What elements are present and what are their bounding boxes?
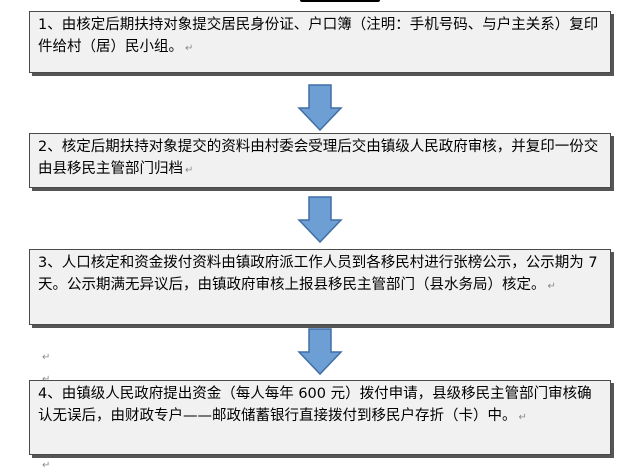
step-1-text: 1、由核定后期扶持对象提交居民身份证、户口簿（注明：手机号码、与户主关系）复印件…	[38, 17, 599, 55]
paragraph-mark-icon: ↵	[185, 43, 194, 54]
step-4-text: 4、由镇级人民政府提出资金（每人每年 600 元）拨付申请，县级移民主管部门审核…	[38, 386, 592, 424]
paragraph-mark-icon: ↵	[42, 374, 50, 385]
step-3-text: 3、人口核定和资金拨付资料由镇政府派工作人员到各移民村进行张榜公示，公示期为 7…	[38, 255, 598, 293]
step-1-box: 1、由核定后期扶持对象提交居民身份证、户口簿（注明：手机号码、与户主关系）复印件…	[29, 11, 611, 73]
down-arrow-2	[297, 196, 343, 244]
down-arrow-1	[297, 84, 343, 132]
paragraph-mark-icon: ↵	[42, 460, 51, 471]
title-fragment	[300, 0, 380, 2]
paragraph-mark-icon: ↵	[185, 165, 194, 176]
down-arrow-3	[297, 328, 343, 376]
step-2-box: 2、核定后期扶持对象提交的资料由村委会受理后交由镇级人民政府审核，并复印一份交由…	[29, 133, 611, 188]
paragraph-mark-icon: ↵	[42, 352, 51, 363]
step-2-text: 2、核定后期扶持对象提交的资料由村委会受理后交由镇级人民政府审核，并复印一份交由…	[38, 139, 599, 177]
step-3-box: 3、人口核定和资金拨付资料由镇政府派工作人员到各移民村进行张榜公示，公示期为 7…	[29, 249, 611, 325]
paragraph-mark-icon: ↵	[547, 281, 556, 292]
paragraph-mark-icon: ↵	[518, 412, 527, 423]
step-4-box: 4、由镇级人民政府提出资金（每人每年 600 元）拨付申请，县级移民主管部门审核…	[29, 380, 611, 455]
